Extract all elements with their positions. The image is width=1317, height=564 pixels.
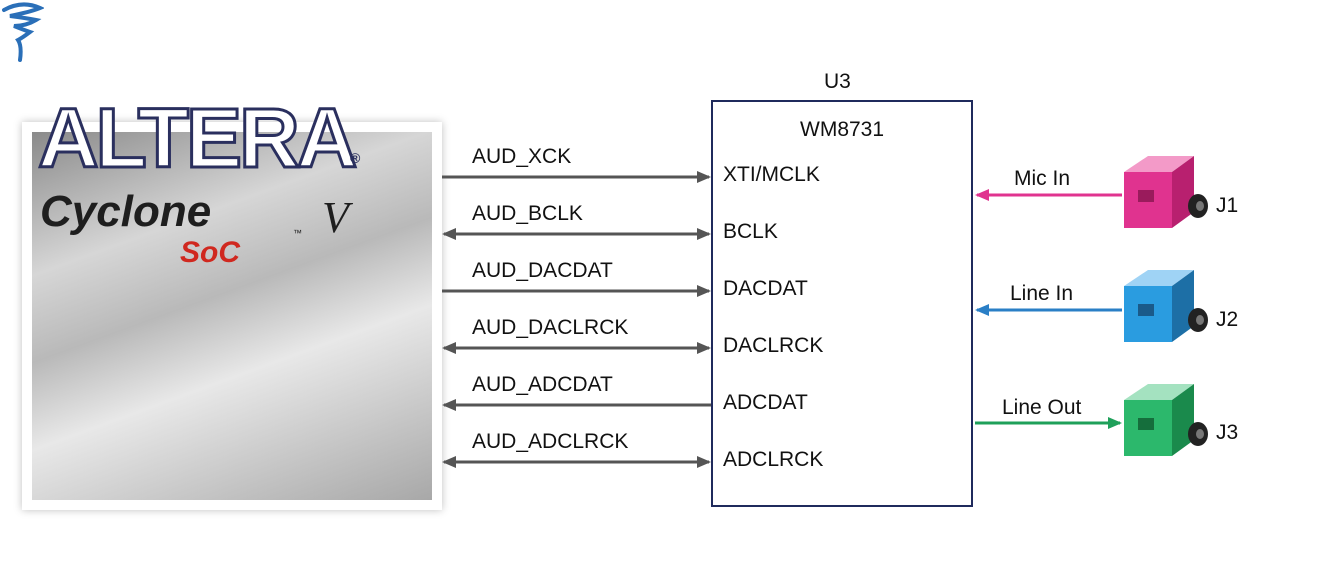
chip-face [32,132,432,500]
codec-box [711,100,973,507]
jack-label-line-out: Line Out [1002,396,1082,419]
registered-mark: ® [350,150,361,166]
signal-aud-dacdat: AUD_DACDAT [472,259,613,282]
audio-jack-icon [1124,270,1208,342]
audio-jack-icon [1124,156,1208,228]
jack-label-mic-in: Mic In [1014,167,1071,190]
swirl-icon [2,2,44,62]
signal-aud-bclk: AUD_BCLK [472,202,583,225]
jack-ref-j1: J1 [1216,194,1239,217]
cyclone-logo: Cyclone [40,187,212,236]
codec-part: WM8731 [800,118,885,141]
signal-aud-daclrck: AUD_DACLRCK [472,316,629,339]
fpga-chip [22,122,442,510]
trademark: ™ [293,228,302,238]
soc-label: SoC [180,236,240,269]
signal-aud-xck: AUD_XCK [472,145,572,168]
signal-aud-adcdat: AUD_ADCDAT [472,373,613,396]
signal-aud-adclrck: AUD_ADCLRCK [472,430,629,453]
cyclone-variant: V [322,193,349,242]
jack-ref-j2: J2 [1216,308,1239,331]
codec-ref: U3 [824,70,851,93]
pin-daclrck: DACLRCK [723,334,824,357]
pin-xti-mclk: XTI/MCLK [723,163,820,186]
altera-logo: ALTERA [36,91,358,185]
pin-adcdat: ADCDAT [723,391,808,414]
jack-ref-j3: J3 [1216,421,1239,444]
pin-dacdat: DACDAT [723,277,808,300]
pin-bclk: BCLK [723,220,778,243]
audio-jack-icon [1124,384,1208,456]
pin-adclrck: ADCLRCK [723,448,824,471]
jack-label-line-in: Line In [1010,282,1074,305]
